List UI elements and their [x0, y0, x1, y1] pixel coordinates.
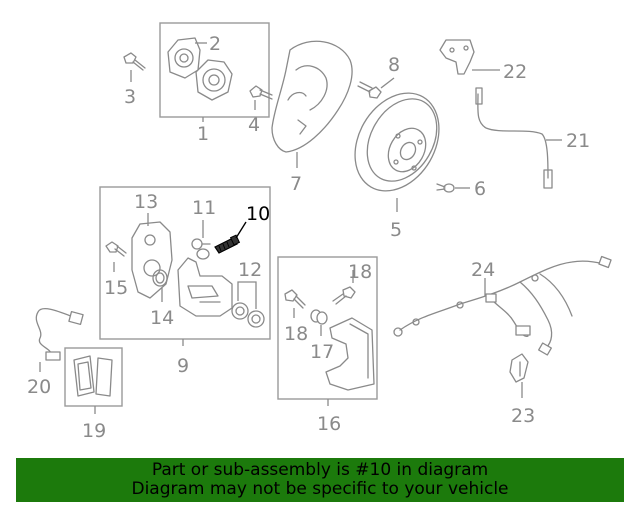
- wiring-harness-part[interactable]: [393, 255, 612, 356]
- banner-line-2: Diagram may not be specific to your vehi…: [131, 479, 509, 499]
- splash-shield-part[interactable]: [271, 40, 353, 153]
- callout-23: 23: [511, 405, 535, 427]
- callout-10: 10: [246, 203, 270, 225]
- guide-pin-part[interactable]: [191, 238, 211, 260]
- callout-15: 15: [104, 277, 128, 299]
- callout-11: 11: [192, 197, 216, 219]
- bolt-3-part[interactable]: [123, 52, 146, 71]
- callout-12: 12: [238, 259, 262, 281]
- callout-16: 16: [317, 413, 341, 435]
- bolt-18b-part[interactable]: [284, 289, 306, 309]
- callout-20: 20: [27, 376, 51, 398]
- bolt-4-part[interactable]: [249, 85, 273, 100]
- wheel-hub-part[interactable]: [195, 59, 233, 101]
- callout-2: 2: [209, 33, 221, 55]
- screw-6-part[interactable]: [436, 183, 455, 193]
- callout-4: 4: [248, 114, 260, 136]
- wear-sensor-wire-part[interactable]: [35, 308, 84, 361]
- disclaimer-banner: Part or sub-assembly is #10 in diagram D…: [16, 458, 624, 502]
- callout-9: 9: [177, 355, 189, 377]
- callout-14: 14: [150, 307, 174, 329]
- bolt-8-part[interactable]: [357, 81, 382, 99]
- callout-6: 6: [474, 178, 486, 200]
- brake-pads-part[interactable]: [73, 355, 113, 397]
- group-box-9: [99, 186, 271, 340]
- group-box-19: [64, 347, 123, 407]
- callout-22: 22: [503, 61, 527, 83]
- hub-flange-part[interactable]: [167, 37, 201, 79]
- callout-8: 8: [388, 54, 400, 76]
- callout-1: 1: [197, 123, 209, 145]
- piston-12b-part[interactable]: [247, 310, 265, 328]
- callout-13: 13: [134, 191, 158, 213]
- leader-10: [235, 221, 247, 239]
- callout-24: 24: [471, 259, 495, 281]
- callout-3: 3: [124, 86, 136, 108]
- bolt-18a-part[interactable]: [332, 286, 356, 305]
- callout-17: 17: [310, 341, 334, 363]
- callout-18b: 18: [284, 323, 308, 345]
- piston-12a-part[interactable]: [231, 302, 249, 320]
- banner-line-1: Part or sub-assembly is #10 in diagram: [151, 460, 489, 480]
- caliper-housing-part[interactable]: [131, 221, 173, 299]
- brake-hose-part[interactable]: [475, 87, 553, 189]
- hose-bracket-part[interactable]: [439, 39, 475, 75]
- bushing-17-part[interactable]: [310, 309, 328, 325]
- callout-18a: 18: [348, 261, 372, 283]
- bolt-15-part[interactable]: [105, 241, 127, 257]
- piston-seal-part[interactable]: [152, 269, 168, 287]
- callout-7: 7: [290, 173, 302, 195]
- group-box-1: [159, 22, 270, 118]
- caliper-bracket-part[interactable]: [177, 257, 233, 317]
- callout-19: 19: [82, 420, 106, 442]
- callout-21: 21: [566, 130, 590, 152]
- callout-5: 5: [390, 219, 402, 241]
- brake-disc-part[interactable]: [338, 78, 456, 206]
- bleeder-screw-part[interactable]: [214, 234, 241, 254]
- speed-sensor-part[interactable]: [509, 353, 529, 383]
- caliper-carrier-part[interactable]: [325, 317, 375, 391]
